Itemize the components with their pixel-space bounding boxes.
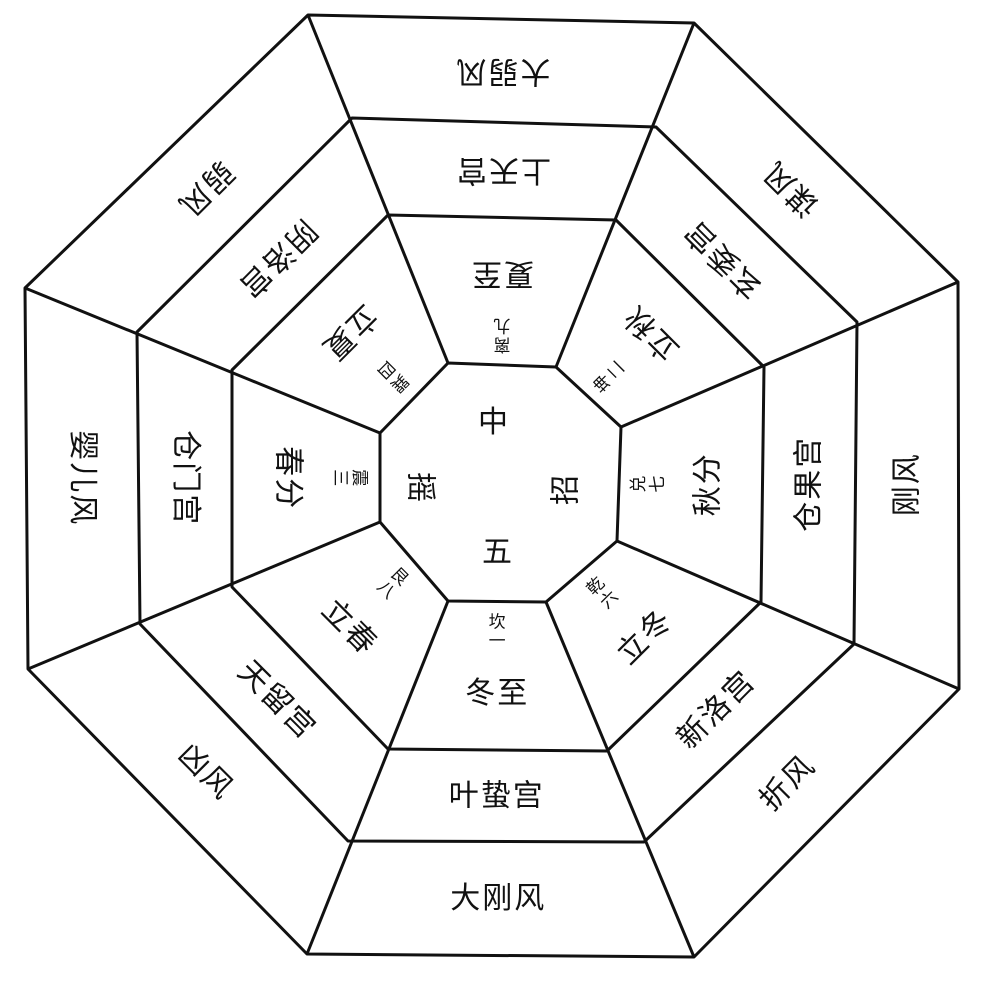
solar-term-label-top-right-text: 立秋: [616, 298, 686, 368]
wind-label-left-text: 婴儿风: [65, 430, 100, 526]
spoke-line: [616, 539, 960, 691]
wind-label-bottom-right-text: 折风: [753, 748, 823, 818]
wind-label-bottom-text: 大刚风: [450, 881, 546, 916]
wind-label-top: 大弱风: [455, 53, 551, 88]
wind-label-bottom-left: 凶风: [171, 737, 241, 807]
wind-label-bottom: 大刚风: [450, 881, 546, 916]
wind-label-right: 刚风: [890, 452, 925, 516]
spoke-line: [544, 601, 696, 958]
spoke-line: [27, 520, 381, 671]
solar-term-label-bottom-right: 立冬: [610, 602, 680, 672]
trigram-label-top-left-text: 巽四: [373, 356, 413, 396]
solar-term-label-top-left-text: 立夏: [314, 298, 384, 368]
trigram-label-bottom-left-text: 艮八: [373, 564, 413, 604]
spoke-line: [306, 14, 450, 364]
spoke-line: [620, 280, 959, 429]
trigram-label-right: 兑七: [629, 476, 668, 493]
center-right-label: 招: [549, 475, 584, 505]
center-bottom-label: 五: [482, 535, 512, 570]
trigram-label-left-text: 震三: [330, 469, 369, 486]
trigram-label-left: 震三: [330, 469, 369, 486]
solar-term-label-top-right: 立秋: [616, 298, 686, 368]
solar-term-label-bottom-left-text: 立春: [314, 592, 384, 662]
solar-term-label-bottom-right-text: 立冬: [610, 602, 680, 672]
palace-label-right: 仓果宫: [792, 436, 827, 532]
solar-term-label-bottom: 冬至: [465, 676, 529, 711]
trigram-label-top-right-text: 坤二: [590, 356, 630, 396]
octagon-lines: [23, 13, 961, 959]
palace-label-left-text: 仓门宫: [168, 430, 203, 526]
palace-label-top-right-text: 玄委宫: [677, 213, 770, 306]
trigram-label-bottom-left: 艮八: [373, 564, 413, 604]
trigram-label-top: 离九: [494, 315, 511, 354]
solar-term-label-right-text: 秋分: [691, 452, 726, 516]
palace-label-bottom-text: 叶蛰宫: [449, 778, 545, 813]
trigram-label-bottom-right-text: 乾六: [583, 573, 623, 613]
wind-label-bottom-right: 折风: [753, 748, 823, 818]
palace-label-top: 上天宫: [455, 153, 551, 188]
palace-label-top-right: 玄委宫: [677, 213, 770, 306]
wind-label-top-right-text: 谋风: [756, 153, 826, 223]
spoke-line: [554, 22, 696, 368]
wind-label-right-text: 刚风: [890, 452, 925, 516]
wind-label-top-left: 弱风: [170, 153, 240, 223]
wind-label-top-text: 大弱风: [455, 53, 551, 88]
center-left-label: 摇: [403, 472, 438, 502]
trigram-label-top-right: 坤二: [590, 356, 630, 396]
wind-label-top-left-text: 弱风: [170, 153, 240, 223]
trigram-label-top-left: 巽四: [373, 356, 413, 396]
palace-label-right-text: 仓果宫: [792, 436, 827, 532]
palace-label-top-text: 上天宫: [455, 153, 551, 188]
solar-term-label-top-left: 立夏: [314, 298, 384, 368]
solar-term-label-right: 秋分: [691, 452, 726, 516]
solar-term-label-left-text: 春分: [271, 446, 306, 510]
wind-label-bottom-left-text: 凶风: [171, 737, 241, 807]
solar-term-label-top-text: 夏至: [470, 256, 534, 291]
octagon-ring-1: [135, 116, 859, 844]
solar-term-label-bottom-left: 立春: [314, 592, 384, 662]
labels: 中 五 招 摇 大弱风上天宫夏至离九谋风玄委宫立秋坤二刚风仓果宫秋分兑七折风新洛…: [65, 53, 925, 916]
trigram-label-bottom: 坎一: [489, 613, 506, 652]
wind-label-top-right: 谋风: [756, 153, 826, 223]
trigram-label-bottom-text: 坎一: [489, 613, 506, 652]
wind-label-left: 婴儿风: [65, 430, 100, 526]
spoke-line: [24, 286, 381, 435]
trigram-label-right-text: 兑七: [629, 476, 668, 493]
center-top-label: 中: [478, 405, 508, 440]
spoke-line: [305, 600, 450, 955]
trigram-label-bottom-right: 乾六: [583, 573, 623, 613]
solar-term-label-top: 夏至: [470, 256, 534, 291]
palace-label-left: 仓门宫: [168, 430, 203, 526]
palace-label-bottom: 叶蛰宫: [449, 778, 545, 813]
octagon-ring-2: [230, 213, 766, 753]
solar-term-label-left: 春分: [271, 446, 306, 510]
trigram-label-top-text: 离九: [494, 315, 511, 354]
solar-term-label-bottom-text: 冬至: [465, 676, 529, 711]
